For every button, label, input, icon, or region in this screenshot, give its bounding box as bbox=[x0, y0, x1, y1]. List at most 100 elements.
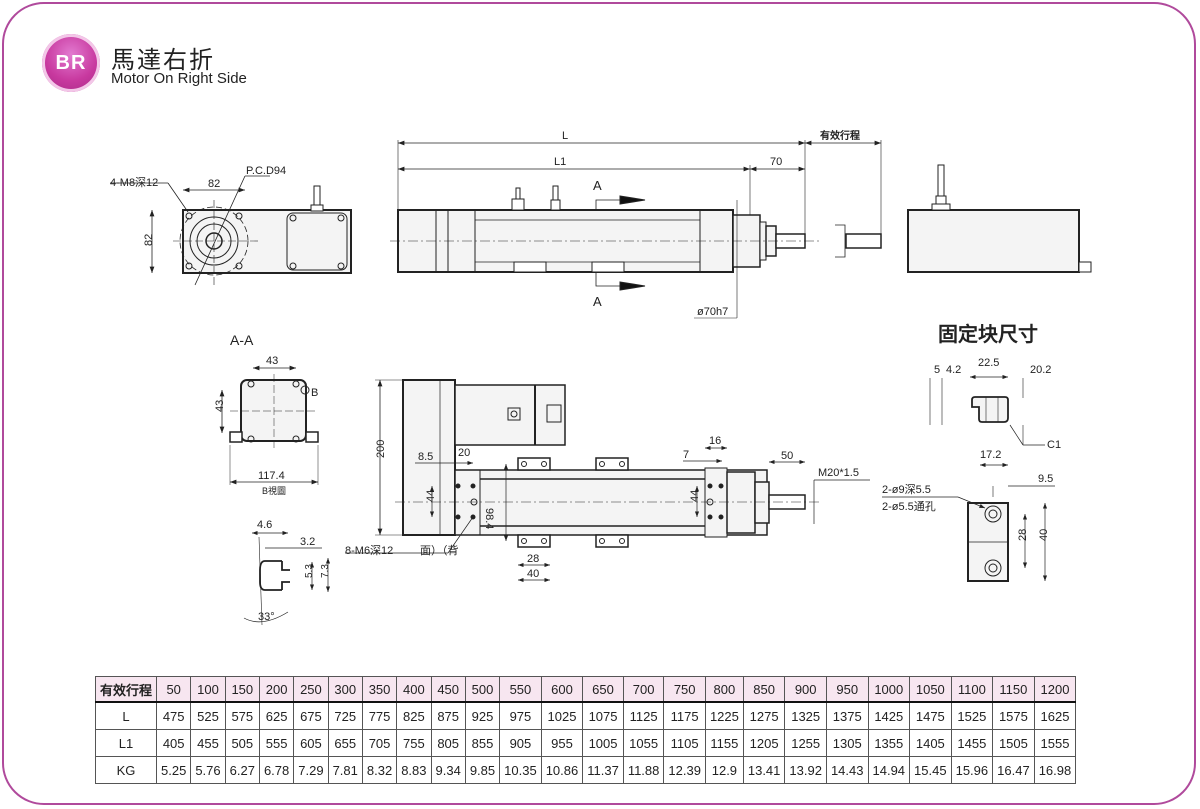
cell-stroke: 800 bbox=[704, 676, 744, 703]
slot-dim-d: 7.3 bbox=[320, 564, 331, 578]
cell-kg: 7.29 bbox=[293, 756, 329, 784]
cell-l: 975 bbox=[499, 701, 542, 730]
cell-l: 1425 bbox=[867, 701, 911, 730]
cell-l1: 605 bbox=[293, 729, 329, 757]
section-title: A-A bbox=[230, 332, 254, 348]
cell-stroke: 500 bbox=[464, 676, 501, 703]
fixing-block-title: 固定块尺寸 bbox=[938, 322, 1038, 346]
cell-l: 925 bbox=[464, 701, 501, 730]
cell-kg: 13.41 bbox=[742, 756, 786, 784]
cell-stroke: 950 bbox=[825, 676, 869, 703]
fixing-block bbox=[517, 534, 551, 548]
cell-l: 1575 bbox=[992, 701, 1035, 730]
cell-l1: 905 bbox=[499, 729, 542, 757]
row-header-L1: L1 bbox=[94, 729, 158, 757]
cell-l: 625 bbox=[258, 701, 295, 730]
cell-kg: 11.88 bbox=[622, 756, 665, 784]
cell-l: 1175 bbox=[663, 701, 706, 730]
cell-stroke: 250 bbox=[293, 676, 329, 703]
end-view bbox=[907, 164, 1092, 273]
cell-kg: 9.85 bbox=[464, 756, 501, 784]
cell-stroke: 150 bbox=[224, 676, 260, 703]
dim-L: L bbox=[562, 130, 568, 142]
cell-l: 525 bbox=[190, 701, 226, 730]
side-view bbox=[390, 140, 882, 319]
row-header-KG: KG bbox=[94, 756, 158, 784]
slot-dim-b: 3.2 bbox=[300, 536, 315, 548]
cell-stroke: 1100 bbox=[950, 676, 994, 703]
cell-stroke: 400 bbox=[396, 676, 432, 703]
diameter-label: ø70h7 bbox=[697, 306, 728, 318]
front-view bbox=[110, 175, 352, 286]
cell-kg: 8.83 bbox=[396, 756, 432, 784]
cell-l: 1525 bbox=[950, 701, 994, 730]
cell-l1: 1455 bbox=[950, 729, 994, 757]
cell-stroke: 850 bbox=[742, 676, 786, 703]
cell-l1: 1205 bbox=[742, 729, 786, 757]
cell-l1: 1405 bbox=[909, 729, 952, 757]
top-dim-40: 40 bbox=[527, 568, 539, 580]
slot-detail bbox=[243, 530, 331, 626]
cell-l: 875 bbox=[430, 701, 466, 730]
cell-l1: 1255 bbox=[784, 729, 827, 757]
section-mark-top: A bbox=[593, 178, 602, 193]
cell-stroke: 350 bbox=[361, 676, 398, 703]
cell-kg: 10.35 bbox=[499, 756, 542, 784]
top-dim-44-left: 44 bbox=[425, 490, 437, 502]
cell-stroke: 750 bbox=[663, 676, 706, 703]
cell-l1: 455 bbox=[190, 729, 226, 757]
section-mark-bottom: A bbox=[593, 294, 602, 309]
fb-dim-40: 40 bbox=[1038, 529, 1050, 541]
motor-face bbox=[286, 212, 348, 271]
aa-detail-mark: B bbox=[311, 387, 318, 399]
cell-stroke: 900 bbox=[784, 676, 827, 703]
cell-l1: 1555 bbox=[1033, 729, 1077, 757]
cell-l: 1025 bbox=[540, 701, 584, 730]
top-dim-98-4: 98.4 bbox=[483, 508, 495, 529]
top-dim-28: 28 bbox=[527, 553, 539, 565]
section-aa-view bbox=[219, 365, 319, 485]
cell-stroke: 1200 bbox=[1033, 676, 1077, 703]
cell-kg: 7.81 bbox=[327, 756, 363, 784]
cell-l1: 1055 bbox=[622, 729, 665, 757]
cell-l1: 705 bbox=[361, 729, 398, 757]
aa-dim-left: 43 bbox=[214, 400, 226, 412]
top-dim-50: 50 bbox=[781, 450, 793, 462]
fixing-block bbox=[595, 457, 629, 471]
aa-dim-bottom: 117.4 bbox=[258, 470, 285, 482]
cell-l: 1275 bbox=[742, 701, 786, 730]
slot-angle: 33° bbox=[258, 611, 275, 623]
cell-stroke: 650 bbox=[582, 676, 624, 703]
cell-l1: 655 bbox=[327, 729, 363, 757]
cell-l1: 855 bbox=[464, 729, 501, 757]
cell-kg: 12.39 bbox=[663, 756, 706, 784]
fb-dim-5: 5 bbox=[934, 364, 940, 376]
slot-dim-a: 4.6 bbox=[257, 519, 272, 531]
top-dim-44-right: 44 bbox=[689, 490, 701, 502]
slot-dim-c: 5.3 bbox=[304, 564, 315, 578]
fb-chamfer: C1 bbox=[1047, 439, 1061, 451]
cell-l: 475 bbox=[156, 701, 192, 730]
thread-label: M20*1.5 bbox=[818, 467, 859, 479]
front-pcd-label: P.C.D94 bbox=[246, 165, 286, 177]
front-dim-width: 82 bbox=[208, 178, 220, 190]
top-view bbox=[345, 379, 870, 583]
cell-l: 1375 bbox=[825, 701, 869, 730]
dim-70: 70 bbox=[770, 156, 782, 168]
cell-kg: 13.92 bbox=[784, 756, 827, 784]
fb-dim-9-5: 9.5 bbox=[1038, 473, 1053, 485]
cell-l1: 955 bbox=[540, 729, 584, 757]
cell-l1: 405 bbox=[156, 729, 192, 757]
rod-extended bbox=[845, 233, 882, 249]
cell-l: 575 bbox=[224, 701, 260, 730]
cell-kg: 6.27 bbox=[224, 756, 260, 784]
cell-l1: 1005 bbox=[582, 729, 624, 757]
cell-l1: 1105 bbox=[663, 729, 706, 757]
cell-l: 725 bbox=[327, 701, 363, 730]
